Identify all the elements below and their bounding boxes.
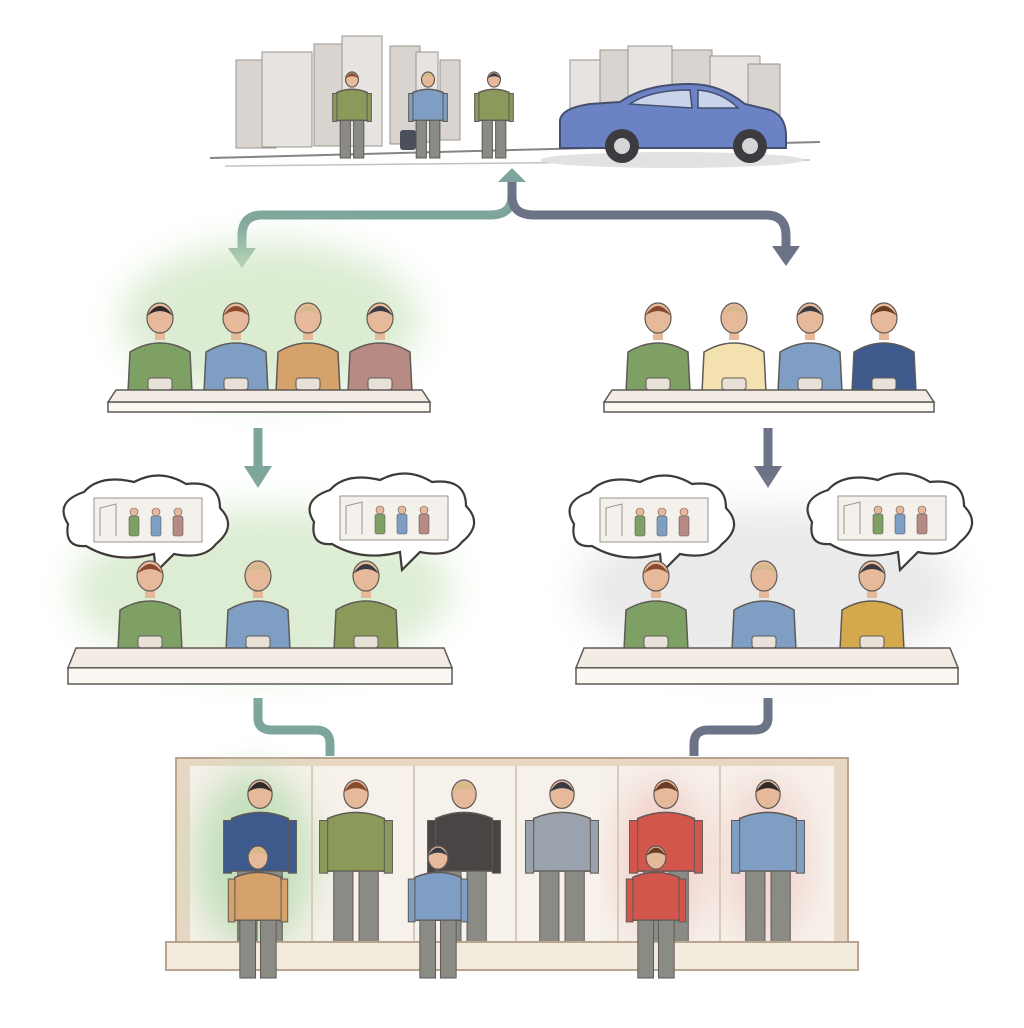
lineup-member-3 bbox=[427, 779, 501, 943]
left-individual-table bbox=[66, 647, 454, 685]
lineup-member-6 bbox=[731, 779, 805, 943]
car-icon bbox=[540, 82, 804, 168]
left-group-panel bbox=[106, 242, 432, 413]
right-individual-people bbox=[623, 560, 905, 651]
right-group-table-top bbox=[602, 389, 936, 413]
street-people bbox=[332, 71, 514, 159]
right-individual-panel bbox=[568, 472, 974, 685]
arrowhead-right-group bbox=[772, 246, 800, 266]
right-group-person-3 bbox=[777, 302, 843, 393]
arrow-scene-to-right-group bbox=[507, 178, 791, 250]
left-thought-bubbles bbox=[62, 472, 476, 575]
right-individual-person-3 bbox=[839, 560, 905, 651]
right-thought-bubble-1 bbox=[568, 474, 736, 575]
flow-arrows bbox=[228, 168, 800, 756]
left-group-person-2 bbox=[203, 302, 269, 393]
left-individual-person-3 bbox=[333, 560, 399, 651]
left-individual-panel bbox=[62, 472, 476, 685]
arrowhead-right-individual bbox=[754, 466, 782, 488]
left-group-table bbox=[106, 389, 432, 413]
street-scene bbox=[209, 35, 821, 168]
arrow-right-to-lineup bbox=[689, 698, 773, 756]
bag-icon bbox=[400, 130, 416, 150]
lineup-viewer-1 bbox=[227, 845, 289, 979]
lineup-member-4 bbox=[525, 779, 599, 943]
left-thought-bubble-1 bbox=[62, 474, 230, 575]
left-group-people bbox=[127, 302, 413, 393]
right-individual-table-top bbox=[574, 647, 960, 685]
arrowhead-top bbox=[498, 168, 526, 182]
lineup-dividers bbox=[311, 766, 721, 942]
left-group-person-4 bbox=[347, 302, 413, 393]
left-group-table-top bbox=[106, 389, 432, 413]
street-person-3 bbox=[474, 71, 514, 159]
right-group-panel bbox=[602, 302, 936, 413]
left-group-person-1 bbox=[127, 302, 193, 393]
right-thought-bubble-2 bbox=[806, 472, 974, 573]
left-thought-bubble-2 bbox=[308, 472, 476, 573]
right-thought-bubbles bbox=[568, 472, 974, 575]
right-group-table bbox=[602, 389, 936, 413]
left-individual-people bbox=[117, 560, 399, 651]
lineup-viewers bbox=[227, 845, 687, 979]
lineup-board bbox=[165, 757, 859, 979]
right-group-person-1 bbox=[625, 302, 691, 393]
lineup-ledge bbox=[165, 941, 859, 971]
street-person-1 bbox=[332, 71, 372, 159]
left-group-person-3 bbox=[275, 302, 341, 393]
arrow-scene-to-left-group bbox=[237, 178, 517, 252]
right-individual-person-2 bbox=[731, 560, 797, 651]
right-group-people bbox=[625, 302, 917, 393]
right-group-person-4 bbox=[851, 302, 917, 393]
left-individual-person-2 bbox=[225, 560, 291, 651]
building bbox=[261, 51, 313, 148]
left-individual-person-1 bbox=[117, 560, 183, 651]
arrow-left-to-lineup bbox=[253, 698, 335, 756]
street-person-2 bbox=[408, 71, 448, 159]
left-individual-table-top bbox=[66, 647, 454, 685]
right-individual-person-1 bbox=[623, 560, 689, 651]
lineup-viewer-3 bbox=[625, 845, 687, 979]
arrowhead-left-individual bbox=[244, 466, 272, 488]
right-individual-table bbox=[574, 647, 960, 685]
right-group-person-2 bbox=[701, 302, 767, 393]
lineup-viewer-2 bbox=[407, 845, 469, 979]
